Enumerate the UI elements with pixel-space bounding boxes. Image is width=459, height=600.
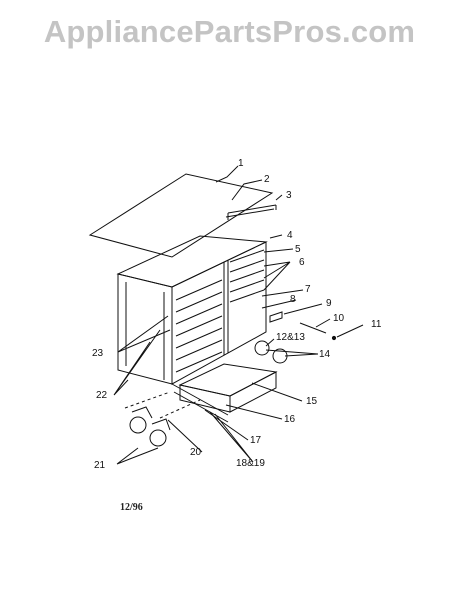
callout-1: 1 bbox=[238, 158, 244, 169]
callout-2: 2 bbox=[264, 174, 270, 185]
callout-5: 5 bbox=[295, 244, 301, 255]
right-drawer-bank bbox=[229, 249, 265, 303]
callout-16: 16 bbox=[284, 414, 296, 425]
bracket-part-9 bbox=[269, 311, 283, 323]
callout-22: 22 bbox=[96, 390, 108, 401]
callout-20: 20 bbox=[190, 447, 202, 458]
callout-3: 3 bbox=[286, 190, 292, 201]
callout-12-13: 12&13 bbox=[276, 332, 305, 343]
callout-10: 10 bbox=[333, 313, 345, 324]
caster-part-21-right bbox=[149, 429, 167, 447]
caster-part-12 bbox=[254, 340, 270, 356]
drawer-rail bbox=[171, 383, 229, 423]
caster-part-21-left bbox=[129, 416, 147, 434]
callout-18-19: 18&19 bbox=[236, 458, 265, 469]
rod-part-10 bbox=[299, 322, 327, 334]
callout-14: 14 bbox=[319, 349, 331, 360]
side-handle-part bbox=[225, 204, 277, 220]
screw-part-11 bbox=[331, 335, 337, 341]
callout-4: 4 bbox=[287, 230, 293, 241]
callout-11: 11 bbox=[371, 319, 382, 330]
cabinet-linework bbox=[88, 165, 364, 465]
callout-9: 9 bbox=[326, 298, 332, 309]
cabinet-front-face bbox=[171, 241, 267, 385]
callout-7: 7 bbox=[305, 284, 311, 295]
top-mat-part bbox=[88, 173, 274, 258]
callout-17: 17 bbox=[250, 435, 262, 446]
callout-6: 6 bbox=[299, 257, 305, 268]
left-drawer-bank bbox=[175, 279, 223, 373]
watermark-text: AppliancePartsPros.com bbox=[43, 14, 416, 49]
date-code: 12/96 bbox=[120, 502, 143, 513]
callout-8: 8 bbox=[290, 294, 296, 305]
callout-23: 23 bbox=[92, 348, 104, 359]
callout-15: 15 bbox=[306, 396, 318, 407]
callout-21: 21 bbox=[94, 460, 106, 471]
